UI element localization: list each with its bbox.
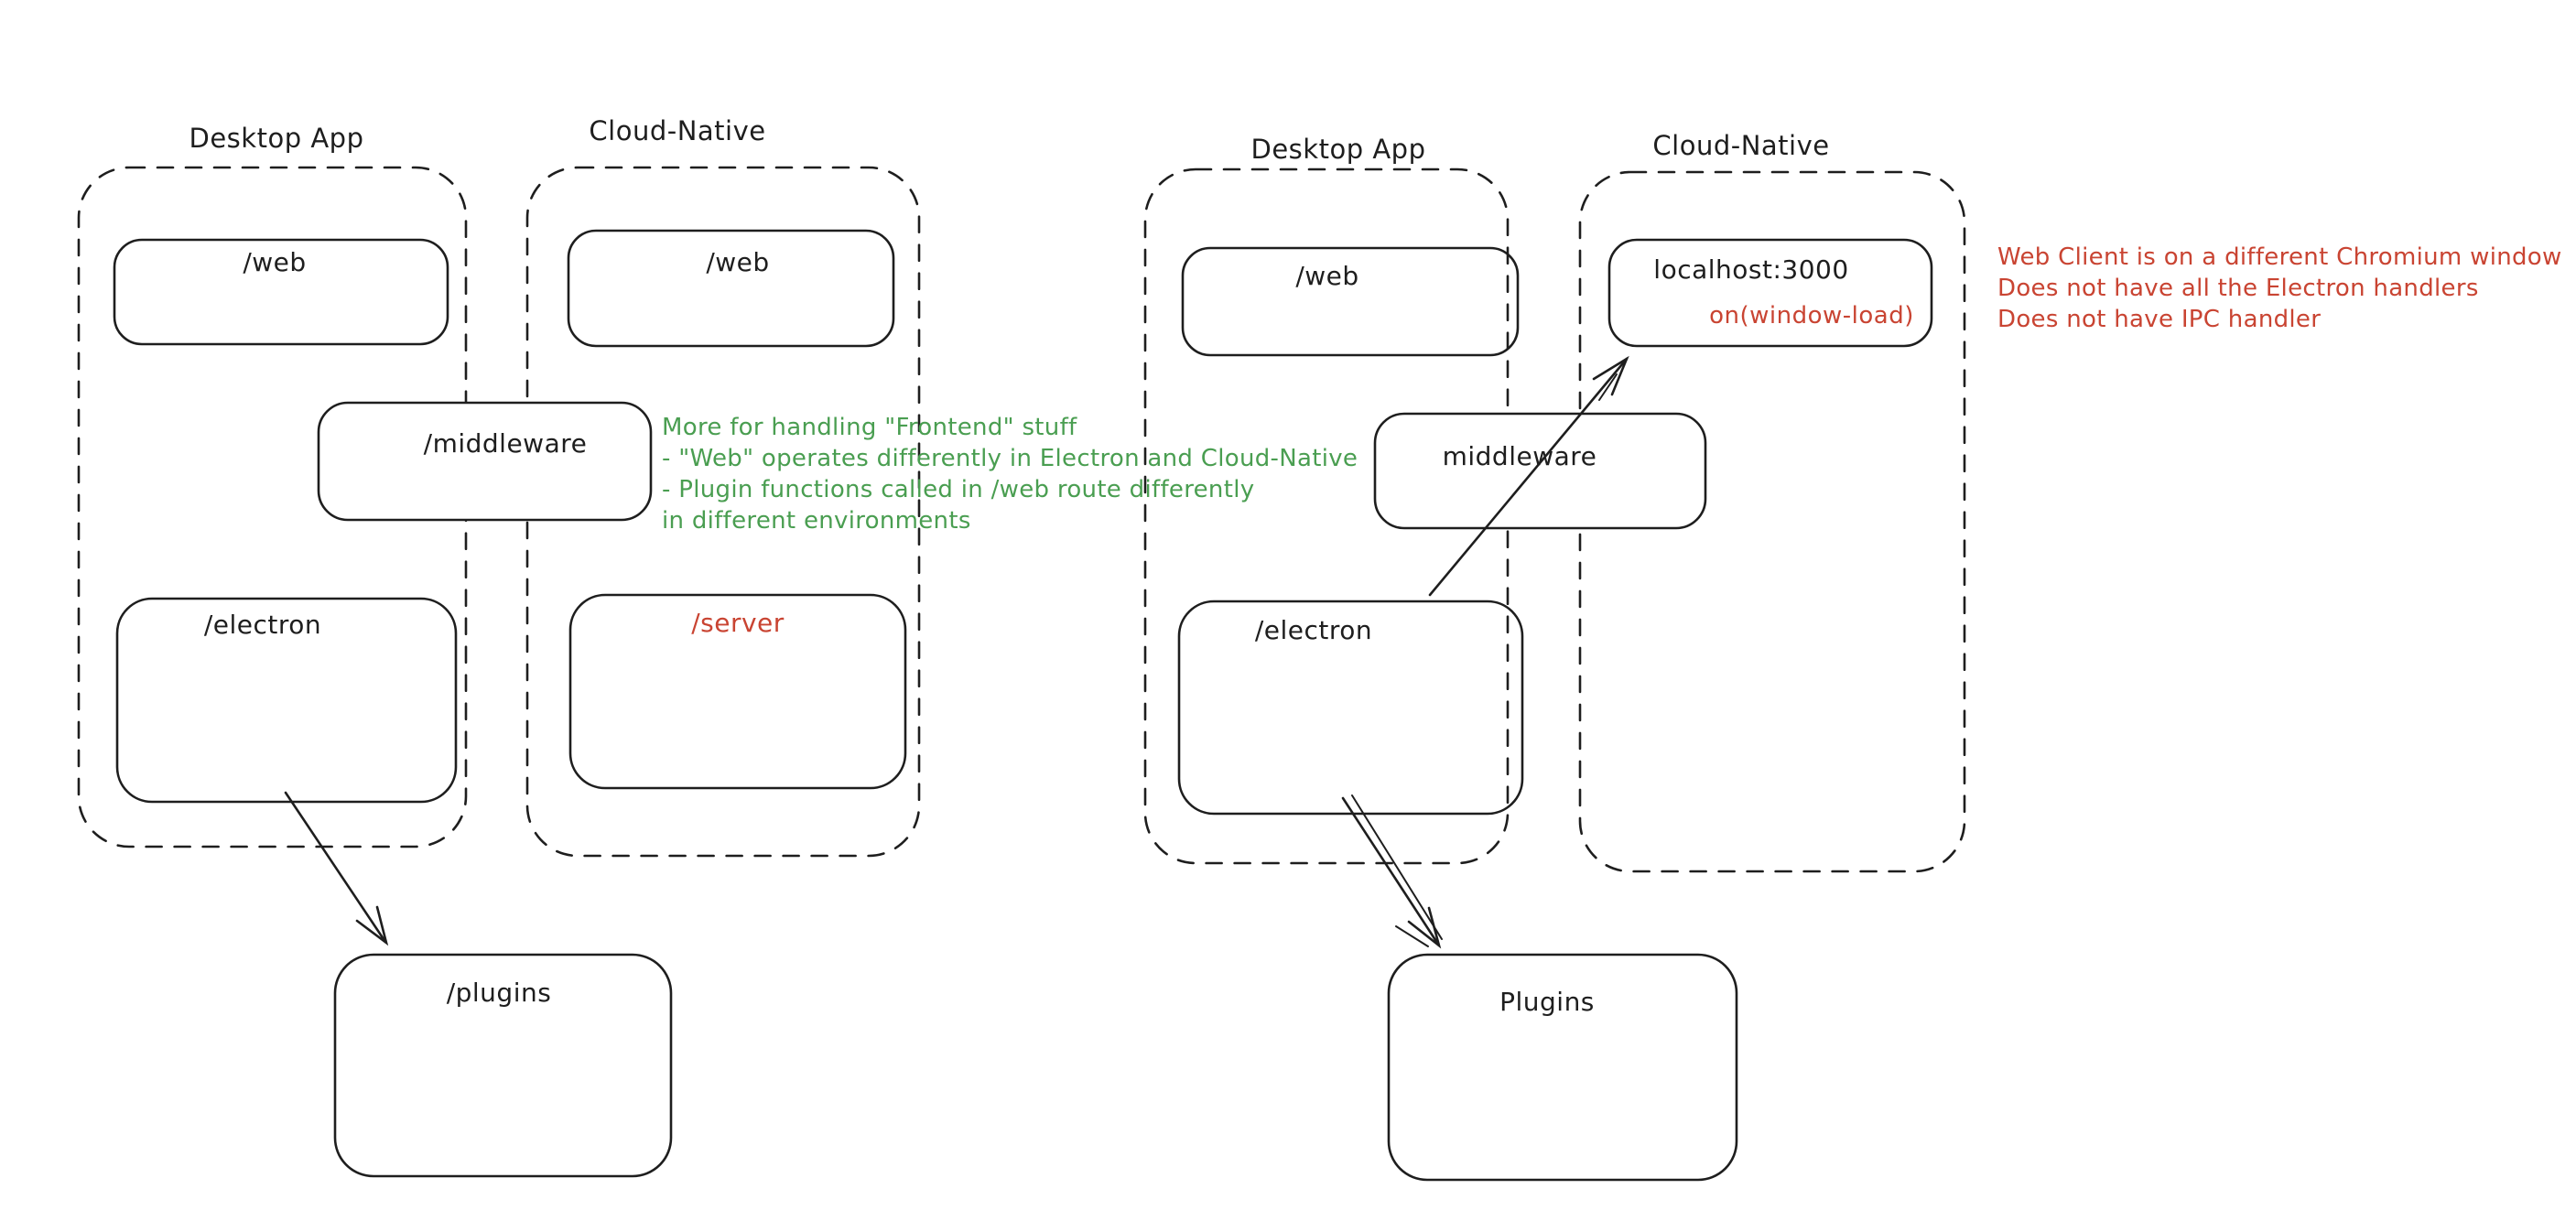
arrowhead-localhost-sketch-stroke: [1598, 373, 1618, 401]
box-electron-left: [115, 597, 458, 804]
label-web-desktop-right: /web: [1295, 261, 1359, 291]
label-plugins-right: Plugins: [1499, 987, 1595, 1017]
label-server-left: /server: [691, 608, 785, 638]
arrow-electron-to-plugins-right-sketch-stroke: [1351, 794, 1443, 940]
label-electron-right: /electron: [1254, 615, 1373, 645]
title-cloud-native-right: Cloud-Native: [1652, 130, 1830, 161]
arrowhead-localhost: [1592, 355, 1629, 396]
note-green-frontend: More for handling "Frontend" stuff - "We…: [662, 412, 1358, 536]
note-red-web-client: Web Client is on a different Chromium wi…: [1997, 242, 2562, 335]
label-web-desktop-left: /web: [243, 247, 307, 277]
title-desktop-app-right: Desktop App: [1250, 134, 1426, 165]
title-cloud-native-left: Cloud-Native: [589, 115, 766, 146]
box-middleware-right: [1373, 412, 1707, 530]
box-electron-right: [1177, 600, 1524, 816]
box-plugins-left: [333, 953, 673, 1178]
box-plugins-right: [1387, 953, 1738, 1182]
note-green-line-3: - Plugin functions called in /web route …: [662, 476, 1255, 503]
label-middleware-right: middleware: [1442, 441, 1597, 471]
container-cloud-native-left: [525, 166, 921, 858]
label-middleware-left: /middleware: [423, 428, 588, 459]
label-plugins-left: /plugins: [446, 978, 552, 1008]
title-desktop-app-left: Desktop App: [189, 123, 364, 154]
label-window-load-right: on(window-load): [1709, 302, 1914, 330]
box-web-cloud-left: [567, 229, 895, 348]
note-red-line-1: Web Client is on a different Chromium wi…: [1997, 243, 2562, 271]
note-green-line-4: in different environments: [662, 507, 971, 535]
note-red-line-2: Does not have all the Electron handlers: [1997, 275, 2479, 302]
arrow-electron-to-plugins-right: [1341, 796, 1439, 945]
arrowhead-plugins-right: [1407, 906, 1442, 949]
box-localhost-right: [1607, 238, 1933, 348]
label-localhost-right: localhost:3000: [1653, 254, 1849, 285]
arrowhead-plugins-left: [355, 905, 389, 946]
label-electron-left: /electron: [203, 610, 322, 640]
arrow-electron-to-plugins-left: [284, 791, 387, 944]
arrowhead-plugins-right-sketch-stroke: [1395, 925, 1429, 947]
box-web-desktop-left: [113, 238, 449, 346]
box-server-left: [568, 593, 907, 790]
note-red-line-3: Does not have IPC handler: [1997, 306, 2322, 333]
note-green-line-2: - "Web" operates differently in Electron…: [662, 445, 1358, 472]
note-green-line-1: More for handling "Frontend" stuff: [662, 414, 1077, 441]
arrow-electron-to-localhost: [1428, 357, 1629, 597]
box-web-desktop-right: [1181, 246, 1520, 357]
label-web-cloud-left: /web: [706, 247, 770, 277]
box-middleware-left: [317, 401, 653, 522]
